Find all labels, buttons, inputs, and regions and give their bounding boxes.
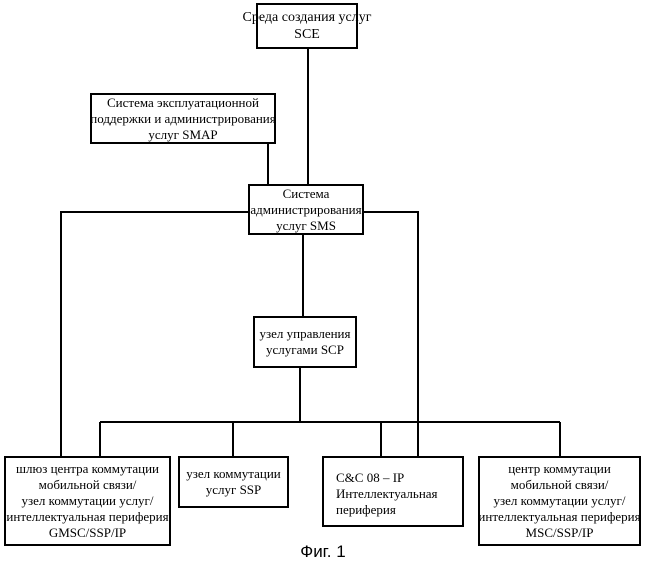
node-smap: Система эксплуатационной поддержки и адм… bbox=[90, 93, 276, 144]
node-ip-line: C&C 08 – IP bbox=[336, 470, 404, 486]
node-ip-line: периферия bbox=[336, 502, 396, 518]
node-scp-line: услугами SCP bbox=[266, 342, 344, 358]
node-gmsc: шлюз центра коммутации мобильной связи/ … bbox=[4, 456, 171, 546]
node-msc: центр коммутации мобильной связи/ узел к… bbox=[478, 456, 641, 546]
node-ssp-line: услуг SSP bbox=[206, 482, 262, 498]
node-gmsc-line: мобильной связи/ bbox=[39, 477, 137, 493]
node-gmsc-line: шлюз центра коммутации bbox=[16, 461, 159, 477]
link-sms-gmsc bbox=[61, 212, 248, 456]
node-scp-line: узел управления bbox=[260, 326, 351, 342]
node-gmsc-line: интеллектуальная периферия bbox=[6, 509, 168, 525]
node-smap-line: услуг SMAP bbox=[148, 127, 217, 143]
node-sms: Система администрирования услуг SMS bbox=[248, 184, 364, 235]
node-msc-line: узел коммутации услуг/ bbox=[494, 493, 626, 509]
node-sce-line: Среда создания услуг bbox=[243, 9, 372, 26]
node-sms-line: Система bbox=[283, 186, 330, 202]
node-sms-line: услуг SMS bbox=[276, 218, 336, 234]
node-ssp: узел коммутации услуг SSP bbox=[178, 456, 289, 508]
node-gmsc-line: узел коммутации услуг/ bbox=[22, 493, 154, 509]
node-gmsc-line: GMSC/SSP/IP bbox=[49, 525, 126, 541]
node-msc-line: интеллектуальная периферия bbox=[478, 509, 640, 525]
node-msc-line: MSC/SSP/IP bbox=[526, 525, 594, 541]
node-smap-line: Система эксплуатационной bbox=[107, 95, 259, 111]
node-ssp-line: узел коммутации bbox=[186, 466, 281, 482]
node-sce: Среда создания услуг SCE bbox=[256, 3, 358, 49]
node-ip-line: Интеллектуальная bbox=[336, 486, 438, 502]
node-msc-line: мобильной связи/ bbox=[511, 477, 609, 493]
node-ip: C&C 08 – IP Интеллектуальная периферия bbox=[322, 456, 464, 527]
link-sms-ip bbox=[364, 212, 418, 456]
node-msc-line: центр коммутации bbox=[508, 461, 611, 477]
figure-caption: Фиг. 1 bbox=[0, 542, 646, 562]
node-smap-line: поддержки и администрирования bbox=[90, 111, 275, 127]
node-scp: узел управления услугами SCP bbox=[253, 316, 357, 368]
node-sce-line: SCE bbox=[294, 26, 320, 43]
node-sms-line: администрирования bbox=[250, 202, 361, 218]
